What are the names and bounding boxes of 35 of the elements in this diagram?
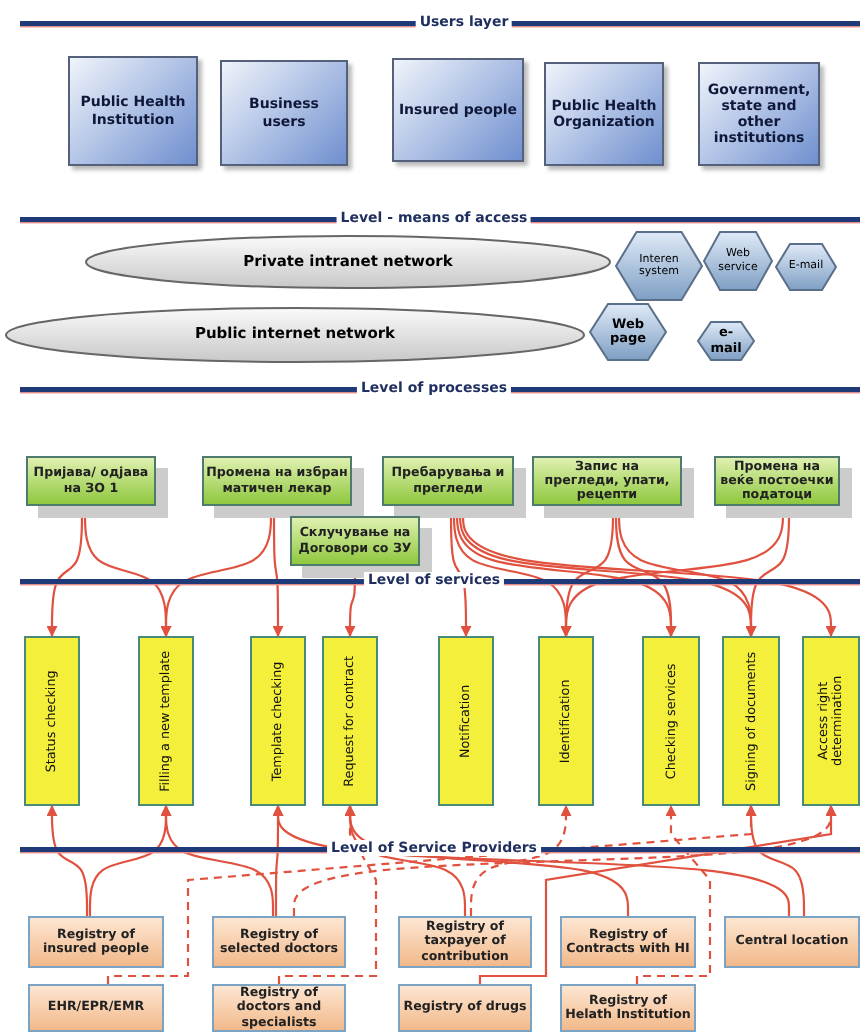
provider-box [28,984,164,1032]
provider-box [398,916,532,968]
service-box [250,636,306,806]
channel-hexagon [696,320,756,362]
user-group-box [392,58,524,162]
service-box [322,636,378,806]
user-group-box [698,62,820,166]
arrow [160,804,275,916]
service-box [138,636,194,806]
arrow [635,804,712,984]
arrow [106,804,757,985]
provider-box [212,916,346,968]
service-box [438,636,494,806]
user-group-box [220,60,348,166]
channel-hexagon [702,230,774,292]
provider-box [560,916,696,968]
service-box [24,636,80,806]
channel-hexagon [588,302,668,362]
provider-box [398,984,532,1032]
provider-box [724,916,860,968]
user-group-box [544,62,664,166]
arrow [469,804,572,916]
arrow [277,804,378,984]
service-box [538,636,594,806]
arrow [478,804,837,984]
channel-hexagon [614,230,704,302]
provider-box [212,984,346,1032]
provider-box [560,984,696,1032]
user-group-box [68,56,198,166]
service-box [722,636,780,806]
provider-box [28,916,164,968]
arrow [46,804,89,916]
service-box [802,636,860,806]
service-box [642,636,700,806]
channel-hexagon [774,242,838,292]
